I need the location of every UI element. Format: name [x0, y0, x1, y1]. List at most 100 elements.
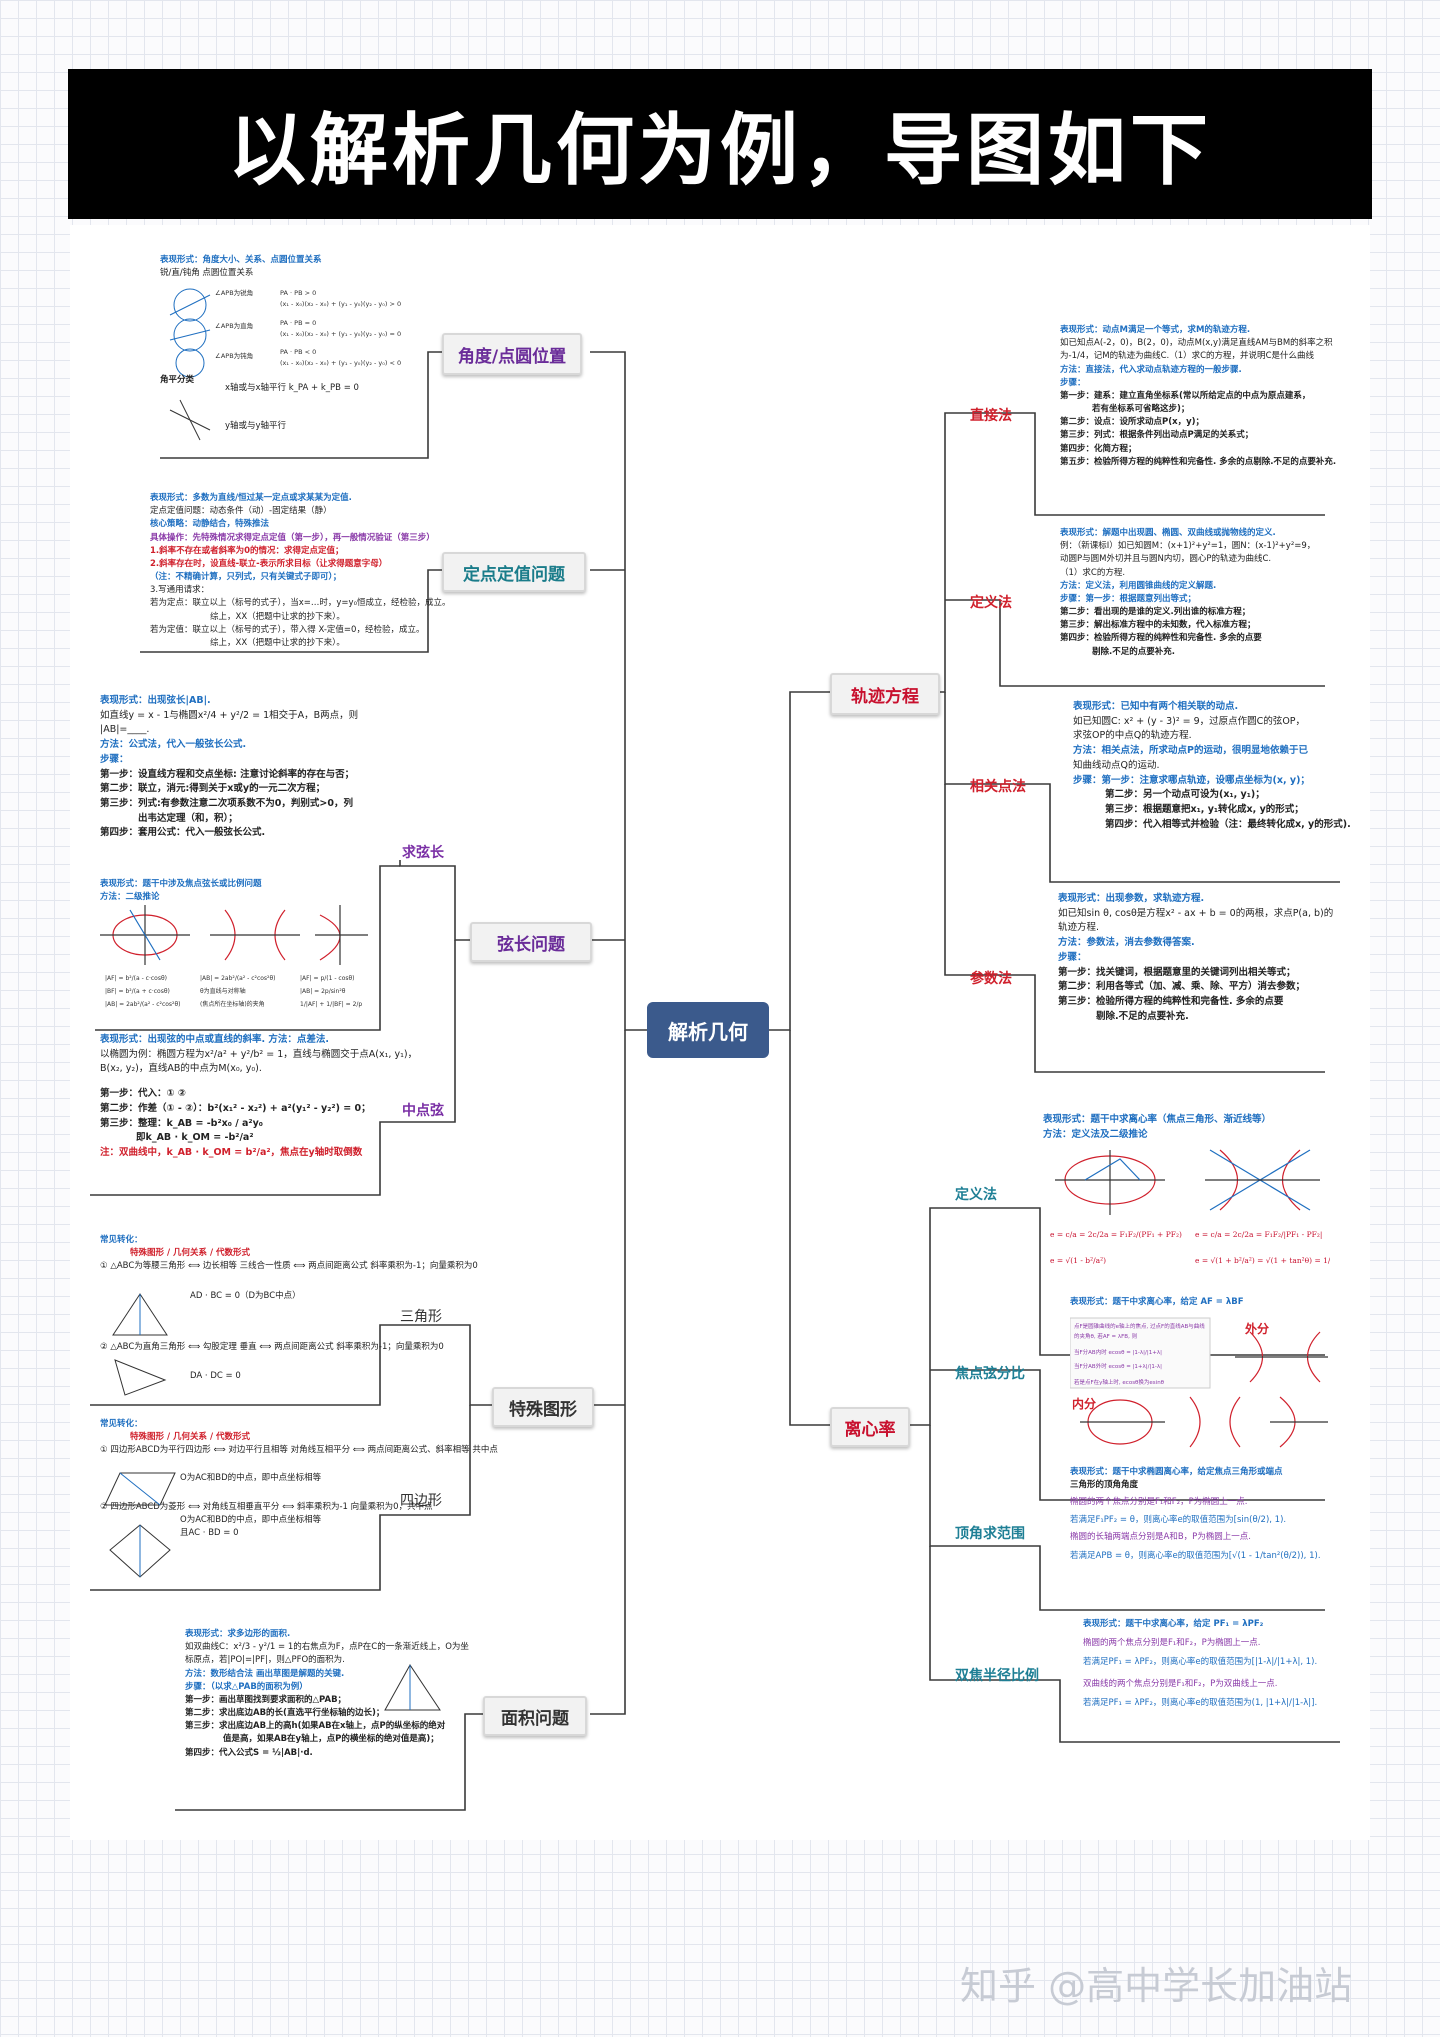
branch-fixed-point[interactable]: 定点定值问题 — [442, 552, 586, 592]
panel-chord-line: 步骤： — [100, 753, 129, 765]
svg-text:(x₁ - x₀)(x₂ - x₀) + (y₁ - y₀): (x₁ - x₀)(x₂ - x₀) + (y₁ - y₀)(y₂ - y₀) … — [280, 330, 401, 338]
panel-related-point: 表现形式：已知中有两个相关联的动点. 如已知圆C: x² + (y - 3)² … — [1073, 700, 1351, 832]
panel-rel-line: 第二步：另一个动点可设为(x₁, y₁)； — [1105, 789, 1265, 801]
svg-text:|AB| = 2p/sin²θ: |AB| = 2p/sin²θ — [300, 988, 346, 995]
panel-eccvert-line: 表现形式：题干中求椭圆离心率，给定焦点三角形或端点 — [1070, 1467, 1283, 1477]
svg-text:e = √(1 - b²/a²): e = √(1 - b²/a²) — [1050, 1256, 1106, 1265]
panel-fixed-line: （注：不精确计算，只列式，只有关键式子即可）； — [150, 572, 342, 583]
panel-chord-line: 方法：公式法，代入一般弦长公式. — [100, 739, 247, 751]
sub-parameter-method[interactable]: 参数法 — [970, 971, 1012, 987]
panel-eccvert-line: 三角形的顶角角度 — [1070, 1480, 1139, 1491]
panel-def-line: 剔除.不足的点要补充. — [1092, 646, 1175, 657]
panel-area-line: 步骤：（以求△PAB的面积为例） — [185, 1681, 308, 1692]
panel-direct-line: 表现形式：动点M满足一个等式，求M的轨迹方程. — [1060, 325, 1251, 335]
panel-def-line: 例：（新课标I）如已知圆M：(x+1)²+y²=1，圆N：(x-1)²+y²=9… — [1060, 541, 1316, 552]
panel-rel-line: 第三步：根据题意把x₁, y₁转化成x, y的形式； — [1105, 804, 1304, 816]
sub-direct-method[interactable]: 直接法 — [970, 408, 1012, 424]
center-node[interactable]: 解析几何 — [647, 1002, 769, 1058]
panel-ecc-vertex: 表现形式：题干中求椭圆离心率，给定焦点三角形或端点 三角形的顶角角度 椭圆的两个… — [1070, 1466, 1321, 1563]
svg-text:(x₁ - x₀)(x₂ - x₀) + (y₁ - y₀): (x₁ - x₀)(x₂ - x₀) + (y₁ - y₀)(y₂ - y₀) … — [280, 300, 401, 308]
sub-definition-method[interactable]: 定义法 — [970, 595, 1012, 611]
panel-fixed-line: 2.斜率存在时，设直线-联立-表示所求目标（让求得题意字母） — [150, 558, 388, 569]
panel-direct-line: 方法：直接法，代入求动点轨迹方程的一般步骤. — [1060, 364, 1242, 375]
panel-angle-y: y轴或与y轴平行 — [225, 420, 286, 433]
panel-param-line: 剔除.不足的点要补充. — [1096, 1010, 1189, 1022]
panel-chord-line: 第三步：列式:有参数注意二次项系数不为0，判别式>0，列 — [100, 798, 353, 810]
panel-eccdef-line: 方法：定义法及二级推论 — [1043, 1128, 1148, 1140]
svg-text:∠APB为直角: ∠APB为直角 — [215, 321, 253, 330]
panel-direct-method: 表现形式：动点M满足一个等式，求M的轨迹方程. 如已知点A(-2，0)，B(2，… — [1060, 324, 1336, 469]
area-figure — [384, 1664, 441, 1711]
panel-chord-length: 表现形式：出现弦长|AB|. 如直线y = x - 1与椭圆x²/4 + y²/… — [100, 694, 358, 841]
svg-text:|AB| = 2ab²/(a² - c²cos²θ): |AB| = 2ab²/(a² - c²cos²θ) — [200, 975, 275, 982]
branch-area[interactable]: 面积问题 — [483, 1696, 587, 1736]
panel-direct-line: 第一步：建系：建立直角坐标系(常以所给定点的中点为原点建系， — [1060, 390, 1311, 401]
panel-def-line: 动圆P与圆M外切并且与圆N内切，圆心P的轨迹为曲线C. — [1060, 554, 1272, 565]
panel-fixed-line: 核心策略：动静结合，特殊推法 — [150, 519, 270, 530]
panel-tri-line: ① △ABC为等腰三角形 ⟺ 边长相等 三线合一性质 ⟺ 两点间距离公式 斜率乘… — [100, 1261, 478, 1272]
svg-text:的夹角θ, 若AF = λFB, 则: 的夹角θ, 若AF = λFB, 则 — [1074, 1332, 1137, 1340]
panel-tri-line: 特殊图形 / 几何关系 / 代数形式 — [130, 1248, 251, 1259]
sub-quadrilateral[interactable]: 四边形 — [400, 1493, 442, 1509]
panel-chord-line: 第二步：联立，消元:得到关于x或y的一元二次方程； — [100, 783, 326, 795]
svg-text:|AF| = b²/(a - c·cosθ): |AF| = b²/(a - c·cosθ) — [105, 975, 167, 982]
panel-parameter-method: 表现形式：出现参数，求轨迹方程. 如已知sin θ, cosθ是方程x² - a… — [1058, 892, 1333, 1024]
sub-ecc-vertex-range[interactable]: 顶角求范围 — [955, 1526, 1025, 1542]
panel-param-line: 方法：参数法，消去参数得答案. — [1058, 937, 1195, 949]
panel-direct-line: 第三步：列式：根据条件列出动点P满足的关系式； — [1060, 430, 1254, 441]
triangle-figures — [112, 1293, 168, 1396]
svg-text:θ为直线与对称轴: θ为直线与对称轴 — [200, 987, 246, 995]
svg-text:∠APB为钝角: ∠APB为钝角 — [215, 351, 253, 360]
panel-midpoint-chord: 表现形式：出现弦的中点或直线的斜率. 方法：点差法. 以椭圆为例：椭圆方程为x²… — [100, 1033, 417, 1161]
svg-text:PA · PB = 0: PA · PB = 0 — [280, 319, 316, 327]
svg-text:∠APB为锐角: ∠APB为锐角 — [215, 288, 253, 297]
panel-fixed-line: 3.写通用请求： — [150, 585, 210, 596]
panel-param-line: 第三步：检验所得方程的纯粹性和完备性. 多余的点要 — [1058, 996, 1284, 1008]
panel-eccvert-line: 若满足APB = θ，则离心率e的取值范围为[√(1 - 1/tan²(θ/2)… — [1070, 1550, 1321, 1561]
svg-text:(x₁ - x₀)(x₂ - x₀) + (y₁ - y₀): (x₁ - x₀)(x₂ - x₀) + (y₁ - y₀)(y₂ - y₀) … — [280, 359, 401, 367]
branch-locus-equation[interactable]: 轨迹方程 — [830, 673, 940, 715]
branch-special-figure[interactable]: 特殊图形 — [492, 1387, 594, 1427]
page-title: 以解析几何为例，导图如下 — [227, 106, 1212, 196]
panel-eccdef-line: 表现形式：题干中求离心率（焦点三角形、渐近线等） — [1043, 1114, 1272, 1125]
panel-tri-line: ② △ABC为直角三角形 ⟺ 勾股定理 垂直 ⟺ 两点间距离公式 斜率乘积为-1… — [100, 1341, 444, 1352]
panel-chord-line: 第一步：设直线方程和交点坐标: 注意讨论斜率的存在与否； — [100, 768, 355, 780]
panel-angle-line: 角平分类 — [160, 375, 195, 385]
panel-area-line: 方法：数形结合法 画出草图是解题的关键. — [185, 1668, 345, 1679]
branch-angle-position[interactable]: 角度/点圆位置 — [442, 333, 582, 375]
branch-chord-length[interactable]: 弦长问题 — [470, 922, 592, 962]
panel-quad-line: O为AC和BD的中点，即中点坐标相等 — [180, 1472, 322, 1483]
svg-text:当F分AB内时 ecosθ = |1-λ|/|1+λ|: 当F分AB内时 ecosθ = |1-λ|/|1+λ| — [1074, 1348, 1162, 1356]
panel-eccratio-line: 椭圆的两个焦点分别是F₁和F₂，P为椭圆上一点. — [1083, 1638, 1261, 1649]
panel-angle-x: x轴或与x轴平行 k_PA + k_PB = 0 — [225, 382, 359, 395]
panel-param-line: 表现形式：出现参数，求轨迹方程. — [1058, 893, 1205, 904]
sub-triangle[interactable]: 三角形 — [400, 1309, 442, 1325]
branch-eccentricity[interactable]: 离心率 — [830, 1407, 910, 1447]
panel-definition-method: 表现形式：解题中出现圆、椭圆、双曲线或抛物线的定义. 例：（新课标I）如已知圆M… — [1060, 527, 1315, 659]
watermark: 知乎 @高中学长加油站 — [960, 1964, 1353, 2008]
panel-quad-line: O为AC和BD的中点，即中点坐标相等 — [180, 1514, 322, 1525]
sub-chord-length[interactable]: 求弦长 — [402, 845, 444, 861]
sub-ecc-definition[interactable]: 定义法 — [955, 1187, 997, 1203]
svg-text:|AF| = p/(1 - cosθ): |AF| = p/(1 - cosθ) — [300, 975, 355, 982]
panel-def-line: 步骤：第一步：根据题意列出等式； — [1060, 593, 1197, 604]
panel-param-line: 步骤： — [1058, 951, 1087, 963]
panel-direct-line: 如已知点A(-2，0)，B(2，0)，动点M(x,y)满足直线AM与BM的斜率之… — [1060, 338, 1333, 349]
panel-focal-line: 方法：二级推论 — [100, 892, 160, 903]
panel-chord-line: |AB|=____. — [100, 724, 150, 736]
panel-quad-line: ① 四边形ABCD为平行四边形 ⟺ 对边平行且相等 对角线互相平分 ⟺ 两点间距… — [100, 1445, 498, 1456]
panel-fixed-line: 具体操作：先特殊情况求得定点定值（第一步），再一般情况验证（第三步） — [150, 532, 435, 543]
panel-chord-line: 出韦达定理（和，积）； — [138, 812, 238, 824]
svg-text:|BF| = b²/(a + c·cosθ): |BF| = b²/(a + c·cosθ) — [105, 988, 170, 995]
panel-eccvert-line: 椭圆的两个焦点分别是F₁和F₂，P为椭圆上一点. — [1070, 1497, 1248, 1508]
sub-related-point-method[interactable]: 相关点法 — [970, 779, 1026, 795]
svg-text:若是点F在y轴上时, ecosθ换为esinθ: 若是点F在y轴上时, ecosθ换为esinθ — [1074, 1378, 1165, 1386]
sub-midpoint-chord[interactable]: 中点弦 — [402, 1103, 444, 1119]
panel-quad-line: 且AC · BD = 0 — [180, 1528, 239, 1539]
panel-direct-line: 若有坐标系可省略这步)； — [1092, 404, 1190, 415]
sub-ecc-focal-ratio[interactable]: 焦点弦分比 — [955, 1366, 1025, 1382]
panel-rel-line: 知曲线动点Q的运动. — [1073, 759, 1160, 771]
sub-ecc-double-radius[interactable]: 双焦半径比例 — [955, 1668, 1039, 1684]
panel-mid-line: 第三步：整理：k_AB = -b²x₀ / a²y₀ — [100, 1117, 263, 1129]
panel-direct-line: 为-1/4，记M的轨迹为曲线C.（1）求C的方程，并说明C是什么曲线 — [1060, 351, 1314, 362]
